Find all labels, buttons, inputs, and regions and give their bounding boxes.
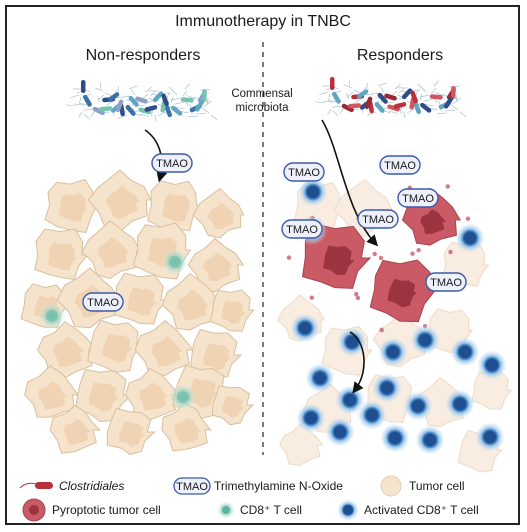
activated-cd8-t-cell: [450, 337, 480, 367]
clostridiales-flagella-icon: [19, 482, 37, 489]
activated-cd8-t-cell: [305, 363, 335, 393]
tmao-key-icon: [173, 477, 211, 495]
microbiota-non-responders: [66, 80, 218, 122]
legend-activated-cd8-label: Activated CD8⁺ T cell: [364, 503, 479, 517]
tmao-badge: TMAO: [357, 209, 399, 229]
legend-cd8: CD8⁺ T cell: [217, 501, 302, 519]
activated-cd8-t-cell: [378, 337, 408, 367]
tmao-badge-label: TMAO: [402, 193, 434, 205]
activated-cd8-t-cell: [445, 389, 475, 419]
tmao-badge-label: TMAO: [286, 224, 318, 236]
activated-cd8-t-cell: [477, 350, 507, 380]
legend-activated-cd8: Activated CD8⁺ T cell: [337, 499, 479, 521]
tmao-badge-label: TMAO: [362, 214, 394, 226]
tmao-badge: TMAO: [82, 292, 124, 312]
tmao-badge: TMAO: [151, 153, 193, 173]
tmao-badge-label: TMAO: [87, 297, 119, 309]
tumor-cell: [34, 228, 89, 281]
activated-cd8-t-cell: [290, 313, 320, 343]
tmao-badge: TMAO: [283, 162, 325, 182]
cd8-t-cell: [170, 384, 196, 410]
arrow-microbiota-to-tissue-right: [321, 119, 379, 247]
microbiota-responders: [315, 77, 467, 119]
legend-clostridiales: Clostridiales: [19, 479, 124, 493]
tumor-cell: [192, 187, 245, 239]
tumor-cell: [147, 180, 201, 232]
figure-title: Immunotherapy in TNBC: [175, 13, 351, 30]
activated-cd8-t-cell: [475, 422, 505, 452]
legend-tmao-key: TMAO: [176, 481, 208, 493]
activated-cd8-t-cell: [410, 325, 440, 355]
tumor-cell: [87, 319, 143, 373]
cd8-t-cell: [39, 303, 65, 329]
legend-cd8-label: CD8⁺ T cell: [240, 503, 302, 517]
tumor-cell: [24, 365, 79, 418]
tmao-badge: TMAO: [379, 155, 421, 175]
tumor-cell: [106, 407, 156, 455]
pyroptotic-nucleus-icon: [29, 505, 39, 515]
legend-tumor-label: Tumor cell: [409, 479, 465, 493]
tumor-cell: [113, 272, 169, 325]
tumor-cell: [279, 423, 324, 466]
legend-tumor-cell: Tumor cell: [380, 475, 465, 497]
legend: Clostridiales TMAO Trimethylamine N-Oxid…: [19, 475, 479, 522]
tmao-badges: TMAO TMAO TMAO TMAO TMAO TMAO TMAO TMAO: [82, 153, 467, 312]
responders-heading: Responders: [357, 47, 443, 64]
tumor-cell: [134, 320, 195, 377]
activated-cd8-t-cell: [415, 425, 445, 455]
legend-pyroptotic: Pyroptotic tumor cell: [22, 498, 161, 522]
arrow-microbiota-to-tissue-left: [144, 129, 168, 183]
tumor-cell: [36, 320, 98, 379]
tumor-cell: [187, 237, 245, 293]
activated-cd8-t-cell: [372, 373, 402, 403]
tmao-badge: TMAO: [281, 219, 323, 239]
legend-tmao: TMAO Trimethylamine N-Oxide: [173, 477, 343, 495]
tumor-cell-icon: [380, 475, 402, 497]
tumor-tissue-non-responders: [20, 169, 255, 455]
tumor-cell: [471, 371, 513, 410]
activated-cd8-t-cell: [325, 417, 355, 447]
activated-cd8-t-cell: [298, 177, 328, 207]
activated-cd8-t-cell: [357, 400, 387, 430]
activated-cd8-t-cell: [403, 391, 433, 421]
activated-cd8-t-cell: [455, 223, 485, 253]
tmao-badge-label: TMAO: [156, 158, 188, 170]
tumor-cell: [49, 404, 101, 454]
pyroptotic-tumor-cell: [353, 247, 447, 333]
tumor-cell: [44, 178, 98, 234]
clostridiales-icon: [35, 482, 53, 489]
activated-cd8-t-cell: [380, 423, 410, 453]
tmao-badge-label: TMAO: [430, 277, 462, 289]
legend-pyroptotic-label: Pyroptotic tumor cell: [52, 503, 161, 517]
commensal-label: Commensal: [231, 88, 292, 100]
microbiota-label: microbiota: [235, 102, 289, 114]
tumor-cell: [190, 329, 243, 379]
tmao-badge-label: TMAO: [288, 167, 320, 179]
tumor-cell: [209, 289, 255, 332]
legend-clostridiales-label: Clostridiales: [59, 479, 124, 493]
tmao-badge: TMAO: [397, 188, 439, 208]
tumor-cell: [125, 367, 181, 421]
tumor-cell: [87, 169, 152, 233]
tumor-cell: [211, 385, 255, 426]
arrow-pyroptosis-to-tcells: [349, 331, 365, 394]
cd8-t-cell: [162, 249, 188, 275]
tmao-badge-label: TMAO: [384, 160, 416, 172]
activated-cd8-t-cell: [337, 327, 367, 357]
legend-tmao-desc: Trimethylamine N-Oxide: [214, 479, 343, 493]
tumor-cell: [161, 272, 222, 331]
cd8-nucleus-icon: [222, 506, 230, 514]
tumor-cell: [161, 402, 212, 452]
non-responders-heading: Non-responders: [86, 47, 201, 64]
tumor-cell: [81, 220, 141, 280]
activated-cd8-t-cell: [296, 403, 326, 433]
activated-cd8-nucleus-icon: [343, 505, 353, 515]
tmao-badge: TMAO: [425, 272, 467, 292]
